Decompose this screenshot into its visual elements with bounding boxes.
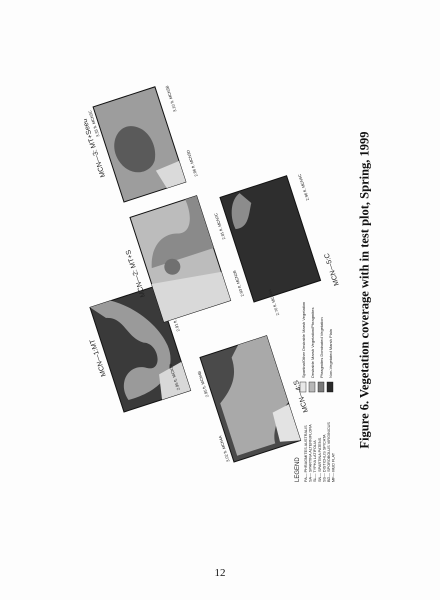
plot-mcn-5: MCN—5:C 2.70 ft. MCN5A 2.96 ft. MCN5C bbox=[219, 173, 341, 316]
plot-mcn-4: MCN—4:S 3.02 ft. MCN4A 2.95 ft. MCN4B bbox=[196, 335, 310, 463]
legend-species-item: SN— SPARTINA PATENS bbox=[318, 437, 322, 482]
legend-species-item: MF— MUD FLAT bbox=[332, 452, 336, 482]
legend-class-swatch bbox=[308, 381, 316, 393]
legend-class-list: Spartina/Other Desirable Marsh Vegetatio… bbox=[299, 302, 334, 393]
plot-mcn-3-elev-a: 2.86 ft. MCN3D bbox=[185, 149, 198, 177]
legend-species-item: SS— DISTICHLIS SPICATA bbox=[322, 434, 326, 482]
plot-mcn-3-elev-c: 3.10 ft. MCN3B bbox=[164, 85, 177, 113]
legend-species-item: SL— TYPHA LATIFOLIA bbox=[313, 440, 317, 482]
legend-class-label: Non-Vegetated Marsh Plain bbox=[328, 329, 333, 378]
plot-mcn-5-label: MCN—5:C bbox=[324, 252, 341, 286]
legend-species-item: PA— PHRAGMITES AUSTRALIS bbox=[304, 425, 308, 482]
legend-class-swatch bbox=[326, 381, 334, 393]
legend-class-label: Spartina/Other Desirable Marsh Vegetatio… bbox=[301, 302, 306, 378]
plot-mcn-2-elev-b: 2.81 ft. MCN2C bbox=[213, 212, 226, 240]
plot-mcn-2-elev-a: 2.93 ft. MCN2B bbox=[232, 269, 245, 297]
plot-mcn-3: MCN—3: MT+Seed 2.86 ft. MCN3D 3.33 ft. M… bbox=[84, 85, 199, 203]
figure-caption: Figure 6. Vegetation coverage with in te… bbox=[357, 131, 372, 449]
vegetation-map: MCN—1:MT 2.95 ft. MCN1B 2.91 ft. MCN1C M… bbox=[84, 82, 354, 502]
legend-class-label: Desirable Marsh Vegetation/Phragmites bbox=[310, 308, 315, 378]
vegetation-map-figure: MCN—1:MT 2.95 ft. MCN1B 2.91 ft. MCN1C M… bbox=[84, 85, 341, 482]
legend-species-item: SA— SPARTINA ALTERNIFLORA bbox=[309, 424, 313, 482]
legend-species-item: BD— SPOROBOLUS VIRGINICUS bbox=[327, 422, 331, 482]
legend-class-swatch bbox=[299, 381, 307, 393]
page-number: 12 bbox=[214, 567, 226, 579]
plot-mcn-5-elev-b: 2.96 ft. MCN5C bbox=[297, 173, 310, 201]
legend-title: LEGEND bbox=[295, 457, 301, 482]
legend-class-label: Phragmites Dominated Vegetation bbox=[319, 317, 324, 378]
legend-class-swatch bbox=[317, 381, 325, 393]
